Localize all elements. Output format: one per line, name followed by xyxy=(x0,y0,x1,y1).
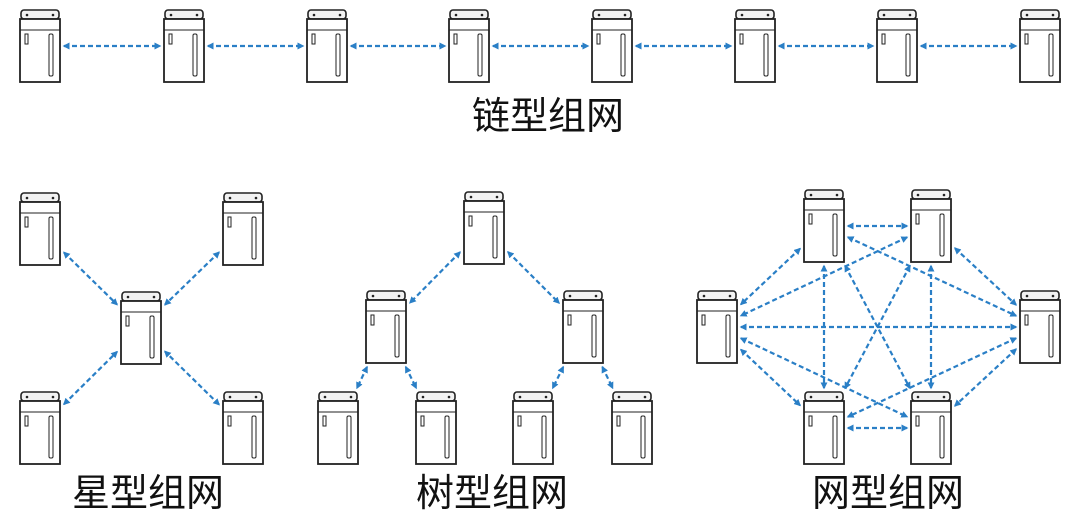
battery-cabinet-icon xyxy=(876,9,918,83)
battery-cabinet-icon xyxy=(910,189,952,263)
battery-cabinet-icon xyxy=(562,290,604,364)
battery-cabinet-icon xyxy=(415,391,457,465)
battery-cabinet-icon xyxy=(734,9,776,83)
mesh-link-arrow xyxy=(953,247,1018,306)
battery-cabinet-icon xyxy=(910,391,952,465)
battery-cabinet-icon xyxy=(222,192,264,266)
mesh-topology-label: 网型组网 xyxy=(812,471,965,515)
battery-cabinet-icon xyxy=(1019,9,1061,83)
tree-link-arrow xyxy=(551,365,565,390)
battery-cabinet-icon xyxy=(512,391,554,465)
star-link-arrow xyxy=(63,350,118,406)
battery-cabinet-icon xyxy=(19,9,61,83)
battery-cabinet-icon xyxy=(696,290,738,364)
battery-cabinet-icon xyxy=(611,391,653,465)
tree-link-arrow xyxy=(507,251,560,304)
battery-cabinet-icon xyxy=(463,191,505,265)
battery-cabinet-icon xyxy=(19,391,61,465)
battery-cabinet-icon xyxy=(448,9,490,83)
battery-cabinet-icon xyxy=(163,9,205,83)
battery-cabinet-icon xyxy=(120,291,162,365)
battery-cabinet-icon xyxy=(222,391,264,465)
battery-cabinet-icon xyxy=(1019,290,1061,364)
star-topology-label: 星型组网 xyxy=(72,471,225,515)
devices-layer xyxy=(19,9,1061,465)
mesh-link-arrow xyxy=(739,236,909,317)
mesh-link-arrow xyxy=(739,348,802,407)
tree-link-arrow xyxy=(356,365,368,390)
battery-cabinet-icon xyxy=(365,290,407,364)
tree-topology-label: 树型组网 xyxy=(416,471,569,515)
tree-link-arrow xyxy=(601,365,614,390)
star-link-arrow xyxy=(63,251,118,306)
battery-cabinet-icon xyxy=(591,9,633,83)
battery-cabinet-icon xyxy=(803,391,845,465)
mesh-link-arrow xyxy=(953,348,1018,407)
chain-topology-label: 链型组网 xyxy=(472,94,625,138)
tree-link-arrow xyxy=(404,365,418,390)
battery-cabinet-icon xyxy=(317,391,359,465)
battery-cabinet-icon xyxy=(19,192,61,266)
tree-link-arrow xyxy=(409,251,461,304)
star-link-arrow xyxy=(163,251,221,306)
star-link-arrow xyxy=(164,350,220,406)
links-layer xyxy=(62,42,1018,432)
battery-cabinet-icon xyxy=(803,189,845,263)
mesh-link-arrow xyxy=(739,247,802,306)
mesh-link-arrow xyxy=(846,337,1018,418)
battery-cabinet-icon xyxy=(306,9,348,83)
